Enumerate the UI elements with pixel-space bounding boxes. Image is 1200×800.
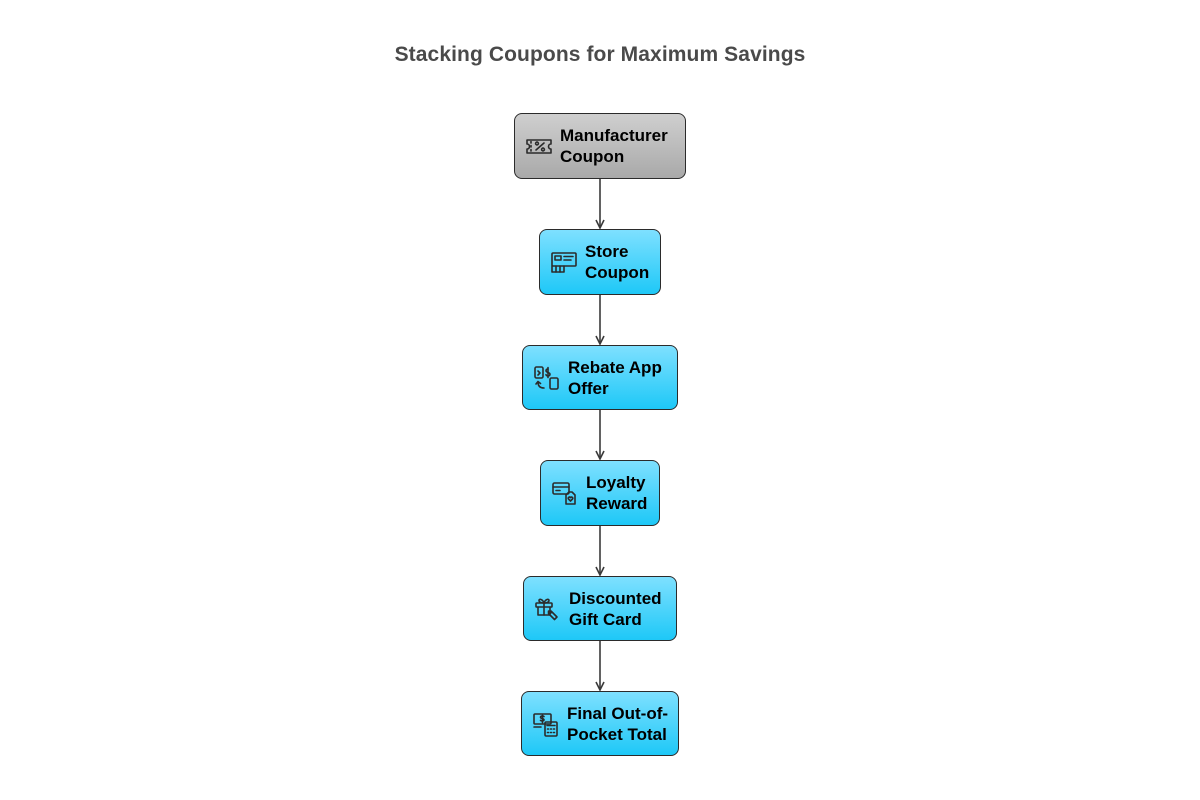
loyalty-card-icon (552, 482, 576, 505)
node-label: Loyalty Reward (586, 473, 648, 513)
coupon-percent-icon (526, 139, 552, 154)
node-store-coupon: Store Coupon (539, 229, 661, 295)
node-loyalty-reward: Loyalty Reward (540, 460, 660, 526)
node-discounted-gift-card: Discounted Gift Card (523, 576, 677, 641)
node-label: Discounted Gift Card (569, 588, 662, 629)
node-label: Store Coupon (585, 242, 650, 282)
cash-calculator-icon (533, 712, 558, 737)
node-label: Final Out-of- Pocket Total (567, 703, 669, 744)
node-label: Manufacturer Coupon (560, 126, 668, 166)
node-rebate-app-offer: Rebate App Offer (522, 345, 678, 410)
cashback-app-icon (534, 365, 559, 390)
node-label: Rebate App Offer (568, 357, 662, 398)
node-manufacturer-coupon: Manufacturer Coupon (514, 113, 686, 179)
diagram-title: Stacking Coupons for Maximum Savings (394, 43, 806, 66)
node-final-total: Final Out-of- Pocket Total (521, 691, 679, 756)
store-receipt-icon (551, 252, 577, 273)
gift-tag-icon (535, 598, 558, 620)
